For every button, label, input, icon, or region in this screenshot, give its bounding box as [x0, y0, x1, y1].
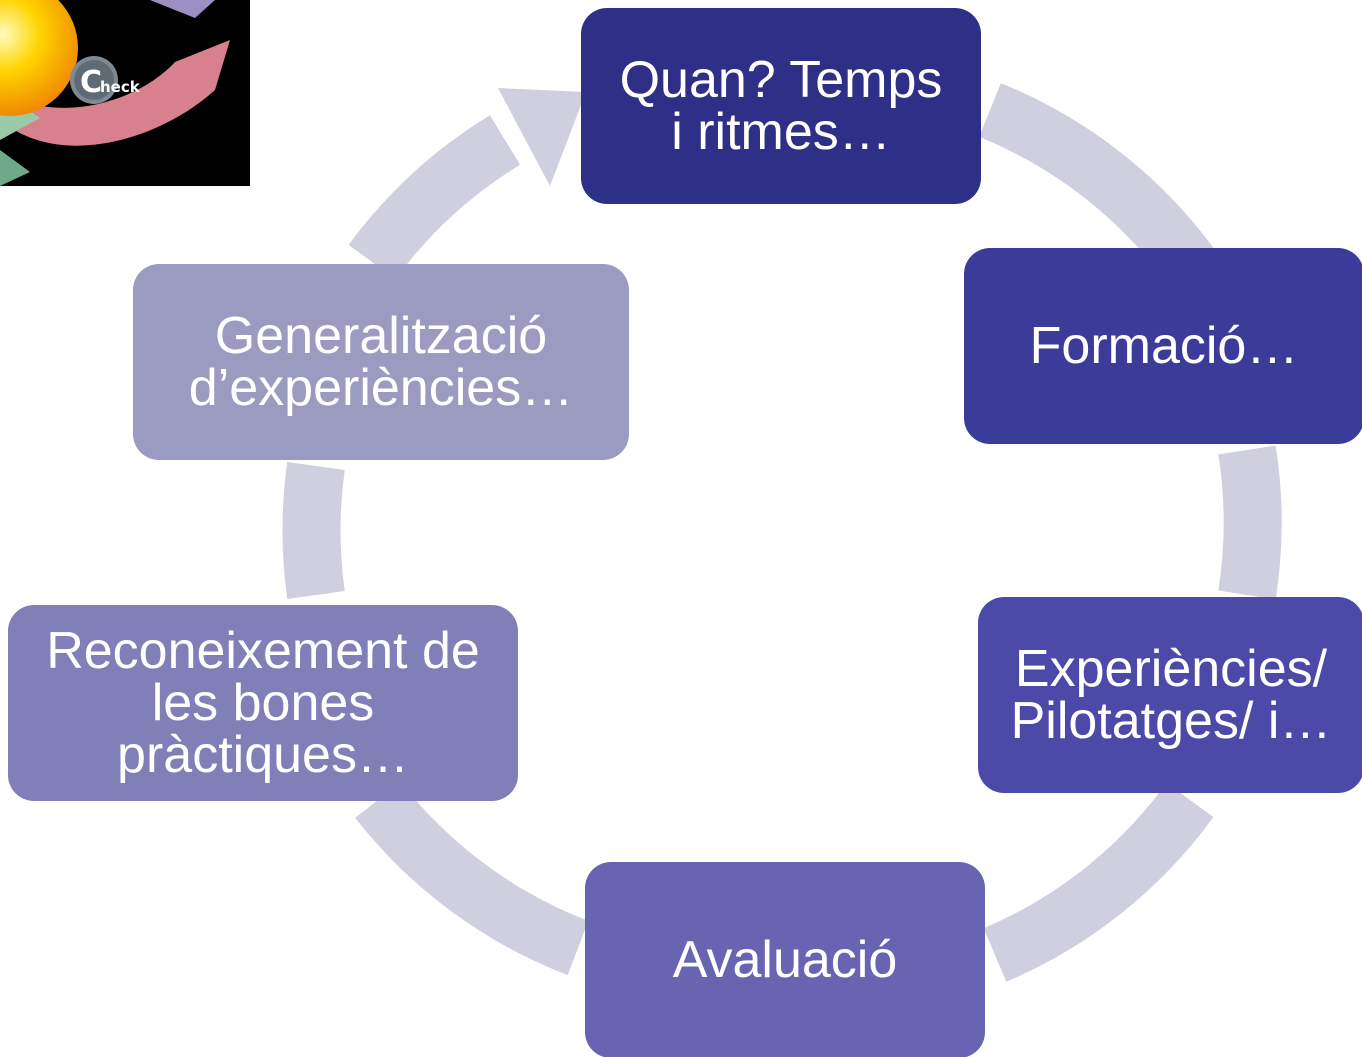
step-evaluation: Avaluació [585, 862, 985, 1057]
ring-segment-2 [1218, 445, 1282, 600]
ring-segment-6 [348, 115, 521, 280]
logo-initial: C [80, 65, 102, 100]
step-timing: Quan? Temps i ritmes… [581, 8, 981, 204]
ring-arrowhead [498, 88, 586, 186]
step-training: Formació… [964, 248, 1362, 444]
pdca-check-logo: C heck [0, 0, 250, 186]
step-recognition: Reconeixement de les bones pràctiques… [8, 605, 518, 801]
ring-segment-3 [983, 782, 1214, 982]
check-cycle-icon: C heck [0, 0, 250, 186]
ring-segment-5 [282, 461, 345, 600]
ring-segment-4 [355, 781, 589, 976]
step-generalization: Generalització d’experiències… [133, 264, 629, 460]
logo-word: heck [100, 78, 141, 96]
ring-segment-1 [978, 83, 1214, 283]
step-pilots: Experiències/ Pilotatges/ i… [978, 597, 1362, 793]
